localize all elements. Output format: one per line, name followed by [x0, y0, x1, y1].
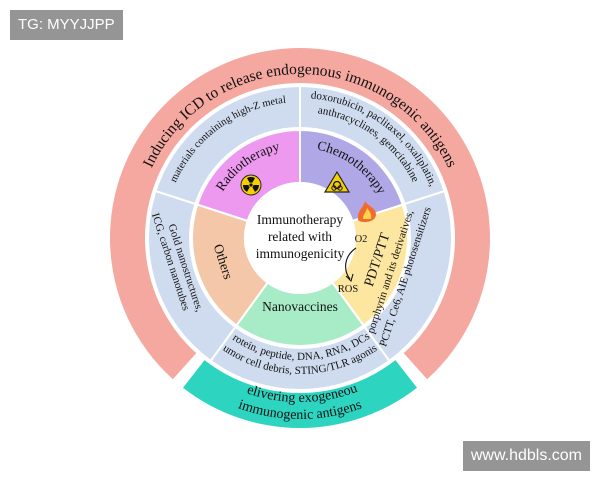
outer-ring	[110, 48, 491, 428]
flame-icon	[357, 201, 376, 222]
center-text-line: related with	[268, 229, 332, 244]
radiation-icon	[240, 174, 262, 196]
sector-label-nanovaccines: Nanovaccines	[262, 299, 338, 314]
annotation-o2: O2	[355, 234, 368, 245]
annotation-ros: ROS	[338, 284, 359, 295]
o2-to-ros-arrow	[345, 247, 357, 283]
outer-ring-segment-bottom	[183, 360, 417, 428]
material-segment-others	[147, 189, 237, 363]
center-text-line: Immunotherapy	[257, 212, 343, 227]
biohazard-icon	[323, 170, 351, 193]
center-hub: Immunotherapy related with immunogenicity	[244, 182, 356, 294]
center-circle	[244, 182, 356, 294]
watermark-top-left: TG: MYYJJPP	[10, 10, 123, 40]
outer-ring-segment-top	[110, 48, 491, 380]
watermark-bottom-right: www.hdbls.com	[462, 441, 590, 471]
center-text-line: immunogenicity	[256, 246, 345, 261]
